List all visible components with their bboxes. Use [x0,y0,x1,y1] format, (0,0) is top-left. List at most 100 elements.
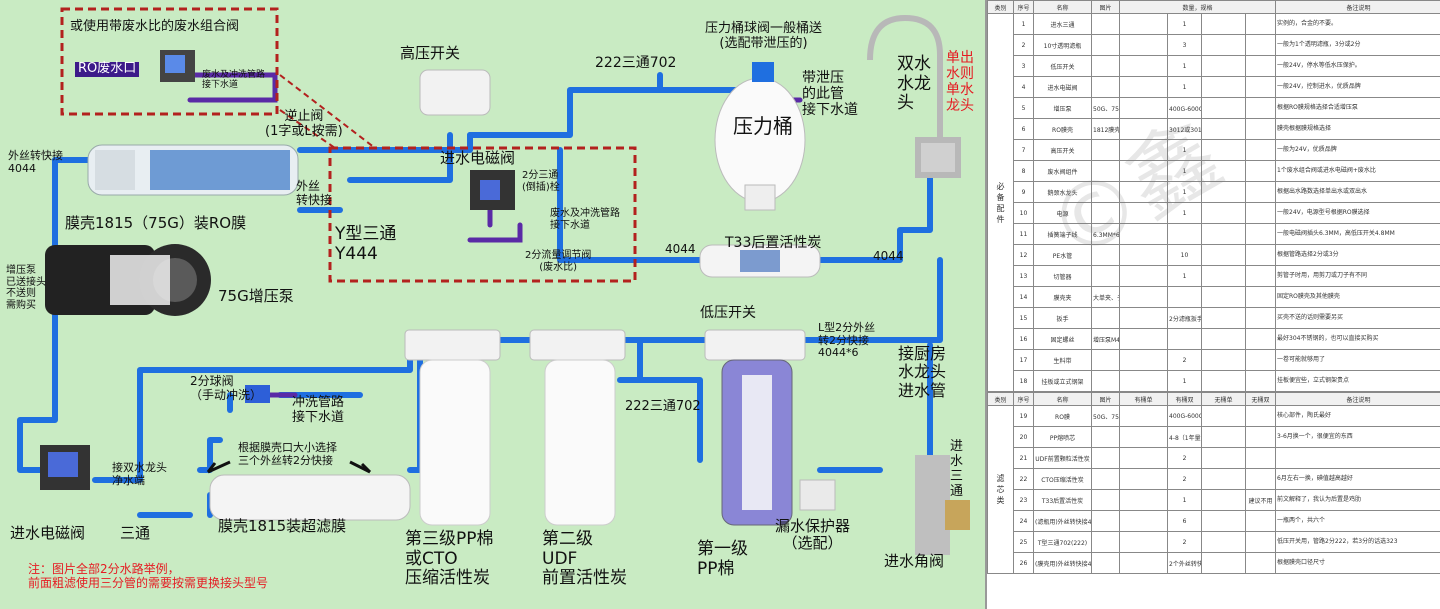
table-cell: 一般为1个透明滤瓶，3分或2分 [1275,34,1440,56]
faucet-shape [867,14,961,178]
high-pressure-switch-shape [419,69,491,116]
dual-faucet-inlet-label: 接双水龙头 净水端 [112,461,167,487]
table-cell: PP熔喷芯 [1033,426,1092,448]
ro-housing-label: 膜壳1815（75G）装RO膜 [65,214,247,232]
table-cell: 核心部件，陶氏最好 [1275,405,1440,427]
table-cell: 固定RO膜壳及其他膜壳 [1275,286,1440,308]
table-cell [1119,510,1168,532]
section-label: 滤 芯 类 [987,405,1014,574]
stage2-label: 第二级 UDF 前置活性炭 [542,529,627,589]
housing-choice-label: 根据膜壳口大小选择 三个外丝转2分快接 [238,441,337,467]
table-cell [1244,97,1277,119]
table-cell: 1 [1167,370,1202,392]
combo-valve-note: 或使用带废水比的废水组合阀 [70,19,240,34]
table-cell: 剪管子时用，用剪刀或刀子有不同 [1275,265,1440,287]
table-cell [1244,370,1277,392]
table-cell [1119,489,1168,511]
table-cell [1119,426,1168,448]
t33-filter-shape [699,244,821,278]
relief-line-label: 带泄压 的此管 接下水道 [802,70,858,119]
y-tee-label: Y型三通 Y444 [335,224,397,264]
col-category: 类别 [987,0,1014,14]
table-cell [1244,286,1277,308]
col-image-2: 图片 [1091,392,1120,406]
table-cell [1244,181,1277,203]
table-cell [1091,202,1120,224]
table-cell: 15 [1013,307,1034,329]
table-cell: 1 [1167,202,1202,224]
table-cell: 切管器 [1033,265,1092,287]
table-cell [1119,181,1168,203]
table-cell [1091,307,1120,329]
col-index: 序号 [1013,0,1034,14]
table-cell [1119,468,1168,490]
table-cell [1119,328,1168,350]
table-cell: 2 [1013,34,1034,56]
tee-222-702-mid: 222三通702 [625,399,701,414]
tee-222-702-top: 222三通702 [595,55,677,71]
table-cell [1201,160,1246,182]
table-cell [1201,552,1246,574]
table-cell [1201,139,1246,161]
table-cell [1119,55,1168,77]
table-cell [1091,489,1120,511]
col-b-2: 有桶双 [1167,392,1202,406]
table-cell [1091,468,1120,490]
table-cell: CTO压缩活性炭 [1033,468,1092,490]
table-cell: 2 [1167,531,1202,553]
pressure-tank-shape [714,62,806,211]
table-cell: 50G、75G、100G [1091,405,1120,427]
table-cell: 3 [1167,34,1202,56]
table-cell: 增压泵M4*20螺丝套装*4套 [1091,328,1120,350]
table-cell: 废水阀组件 [1033,160,1092,182]
table-cell: 4-8（1年量） [1167,426,1202,448]
table-cell [1245,468,1276,490]
table-cell [1119,265,1168,287]
table-cell [1201,13,1246,35]
table-cell: 19 [1013,405,1034,427]
table-cell: 25 [1013,531,1034,553]
t33-4044-right: 4044 [873,249,904,263]
table-cell: 高压开关 [1033,139,1092,161]
table-row: 15扳手2分滤瓶扳手*1，膜壳扳手*1或2买壳不送的话则需要另买 [988,307,1440,329]
table-cell: 膜壳根据膜规格选择 [1275,118,1440,140]
angle-valve-shape [915,455,970,555]
table-cell [1119,223,1168,245]
col-d-2: 无桶双 [1245,392,1276,406]
table-cell [1091,181,1120,203]
table-cell: 扳手 [1033,307,1092,329]
table-cell [1244,139,1277,161]
table-cell: 12 [1013,244,1034,266]
table-cell: 进水三通 [1033,13,1092,35]
table-cell: 根据管路选择2分或3分 [1275,244,1440,266]
table-cell: 生料带 [1033,349,1092,371]
table-cell [1119,160,1168,182]
dual-faucet-label: 双水 水龙 头 [897,54,931,114]
table-cell: 13 [1013,265,1034,287]
table-cell [1167,286,1202,308]
table-cell: 8 [1013,160,1034,182]
table-cell: 10 [1013,202,1034,224]
table-cell [1201,447,1246,469]
flush-line-label: 冲洗管路 接下水道 [292,395,345,425]
table-cell: 2 [1167,447,1202,469]
t33-4044-left: 4044 [665,242,696,256]
table-cell: 最好304不锈钢的，也可以直接买购买 [1275,328,1440,350]
table-cell [1244,76,1277,98]
table-cell: 1 [1167,13,1202,35]
table-cell [1119,349,1168,371]
table-cell: 1 [1167,160,1202,182]
table-cell: 16 [1013,328,1034,350]
table-cell [1201,55,1246,77]
col-index-2: 序号 [1013,392,1034,406]
table-cell: 5 [1013,97,1034,119]
col-qty-spec: 数量，规格 [1118,0,1277,14]
